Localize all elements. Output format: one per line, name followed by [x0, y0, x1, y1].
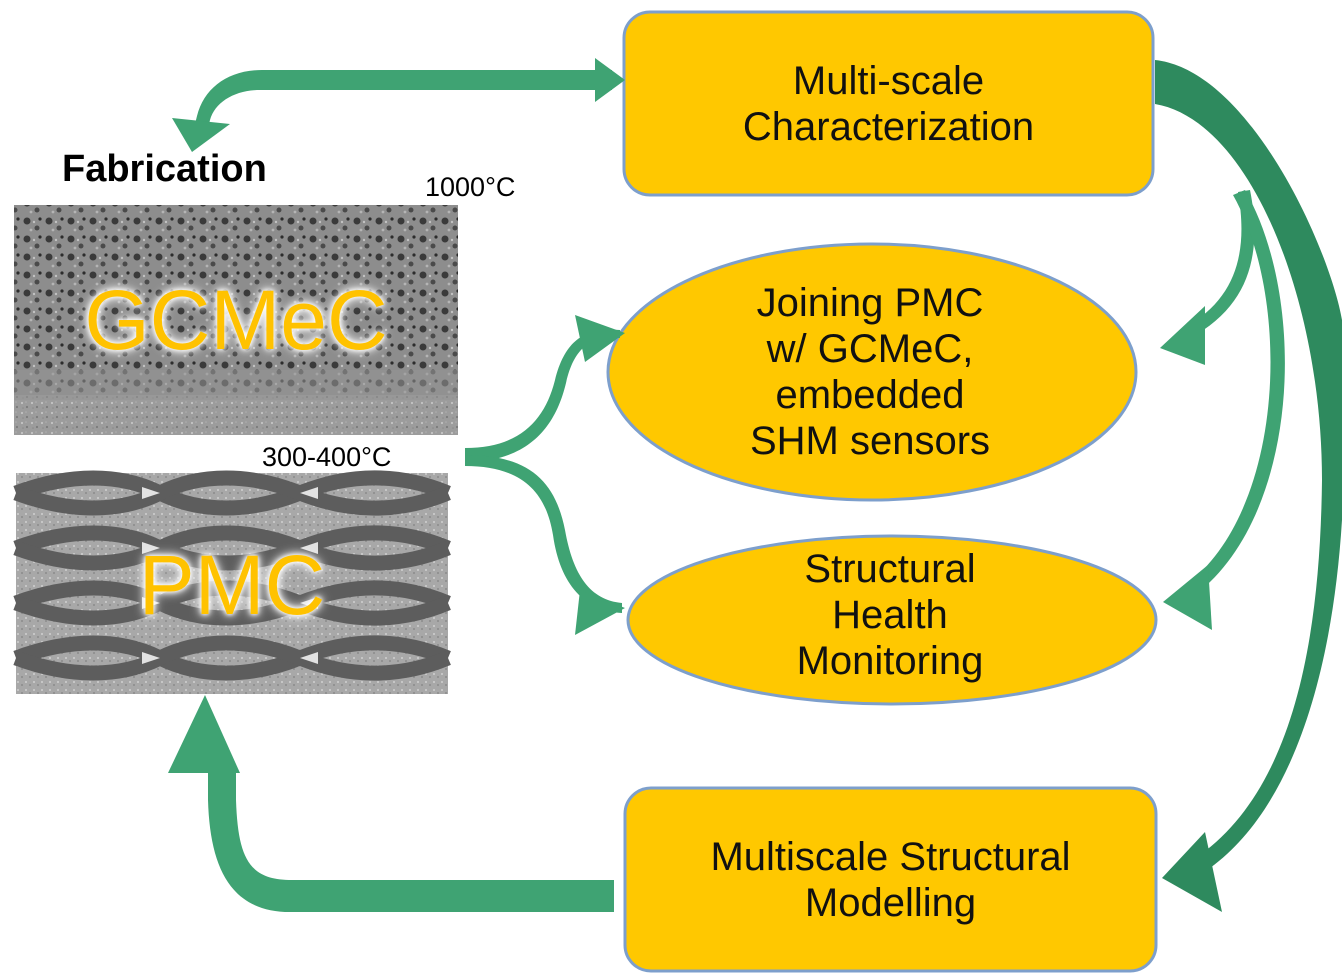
- characterization-to-shm-arrow: [1163, 190, 1285, 630]
- fabrication-heading: Fabrication: [62, 148, 267, 190]
- shm-line: Monitoring: [796, 639, 984, 683]
- joining-line: w/ GCMeC,: [766, 327, 974, 371]
- modelling-line: Multiscale Structural: [710, 834, 1071, 879]
- gcmec-sample-label: GCMeC: [84, 272, 388, 367]
- characterization-to-fabrication-arrow: [172, 58, 625, 152]
- modelling-node-shape: [623, 786, 1158, 973]
- joining-node: Joining PMC w/ GCMeC, embedded SHM senso…: [640, 256, 1100, 488]
- joining-node-shape: [606, 242, 1138, 502]
- gcmec-temperature: 1000°C: [425, 172, 516, 202]
- characterization-line: Multi-scale: [792, 58, 985, 103]
- joining-line: Joining PMC: [756, 281, 984, 325]
- characterization-to-joining-arrow: [1160, 190, 1255, 365]
- characterization-to-modelling-arrow: [1155, 60, 1342, 912]
- characterization-node-shape: [622, 10, 1155, 197]
- joining-line: embedded: [775, 373, 965, 417]
- modelling-line: Modelling: [804, 880, 977, 925]
- fabrication-to-shm-arrow: [465, 455, 625, 635]
- shm-line: Structural: [804, 547, 976, 591]
- characterization-line: Characterization: [742, 104, 1035, 149]
- fabrication-to-joining-arrow: [465, 315, 625, 462]
- shm-node: Structural Health Monitoring: [640, 526, 1140, 704]
- pmc-temperature: 300-400°C: [262, 442, 392, 472]
- shm-line: Health: [832, 593, 948, 637]
- modelling-node: Multiscale Structural Modelling: [625, 788, 1156, 971]
- shm-node-shape: [626, 534, 1158, 706]
- joining-line: SHM sensors: [749, 419, 991, 463]
- pmc-micrograph: [13, 470, 451, 694]
- pmc-sample-label: PMC: [138, 537, 326, 632]
- characterization-node: Multi-scale Characterization: [624, 12, 1153, 195]
- gcmec-micrograph: [14, 205, 458, 435]
- modelling-to-fabrication-arrow: [168, 695, 614, 912]
